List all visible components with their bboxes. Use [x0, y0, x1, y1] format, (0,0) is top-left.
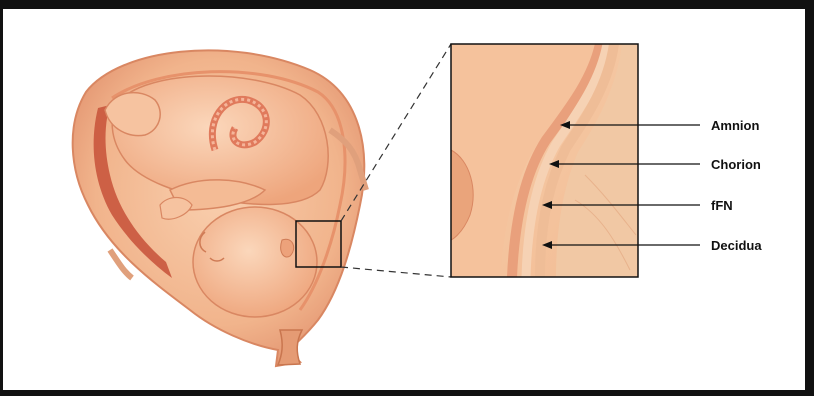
label-chorion: Chorion: [711, 157, 761, 172]
label-amnion: Amnion: [711, 118, 759, 133]
label-decidua: Decidua: [711, 238, 762, 253]
zoom-connector-bottom: [341, 267, 451, 277]
label-ffn: fFN: [711, 198, 733, 213]
magnified-inset: [451, 44, 638, 277]
